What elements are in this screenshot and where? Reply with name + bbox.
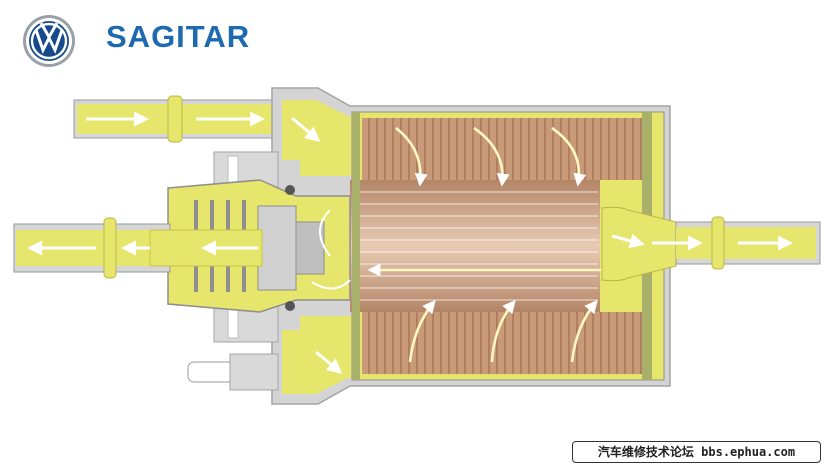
- forum-watermark: 汽车维修技术论坛 bbs.ephua.com: [572, 441, 821, 463]
- inlet-pipe: [73, 95, 311, 143]
- brand-title: SAGITAR: [106, 19, 251, 54]
- pressure-regulator: [13, 151, 351, 343]
- filter-cartridge: [350, 111, 665, 381]
- volkswagen-logo-icon: [22, 14, 76, 72]
- vacuum-connector: [187, 353, 279, 391]
- outlet-pipe: [601, 206, 821, 282]
